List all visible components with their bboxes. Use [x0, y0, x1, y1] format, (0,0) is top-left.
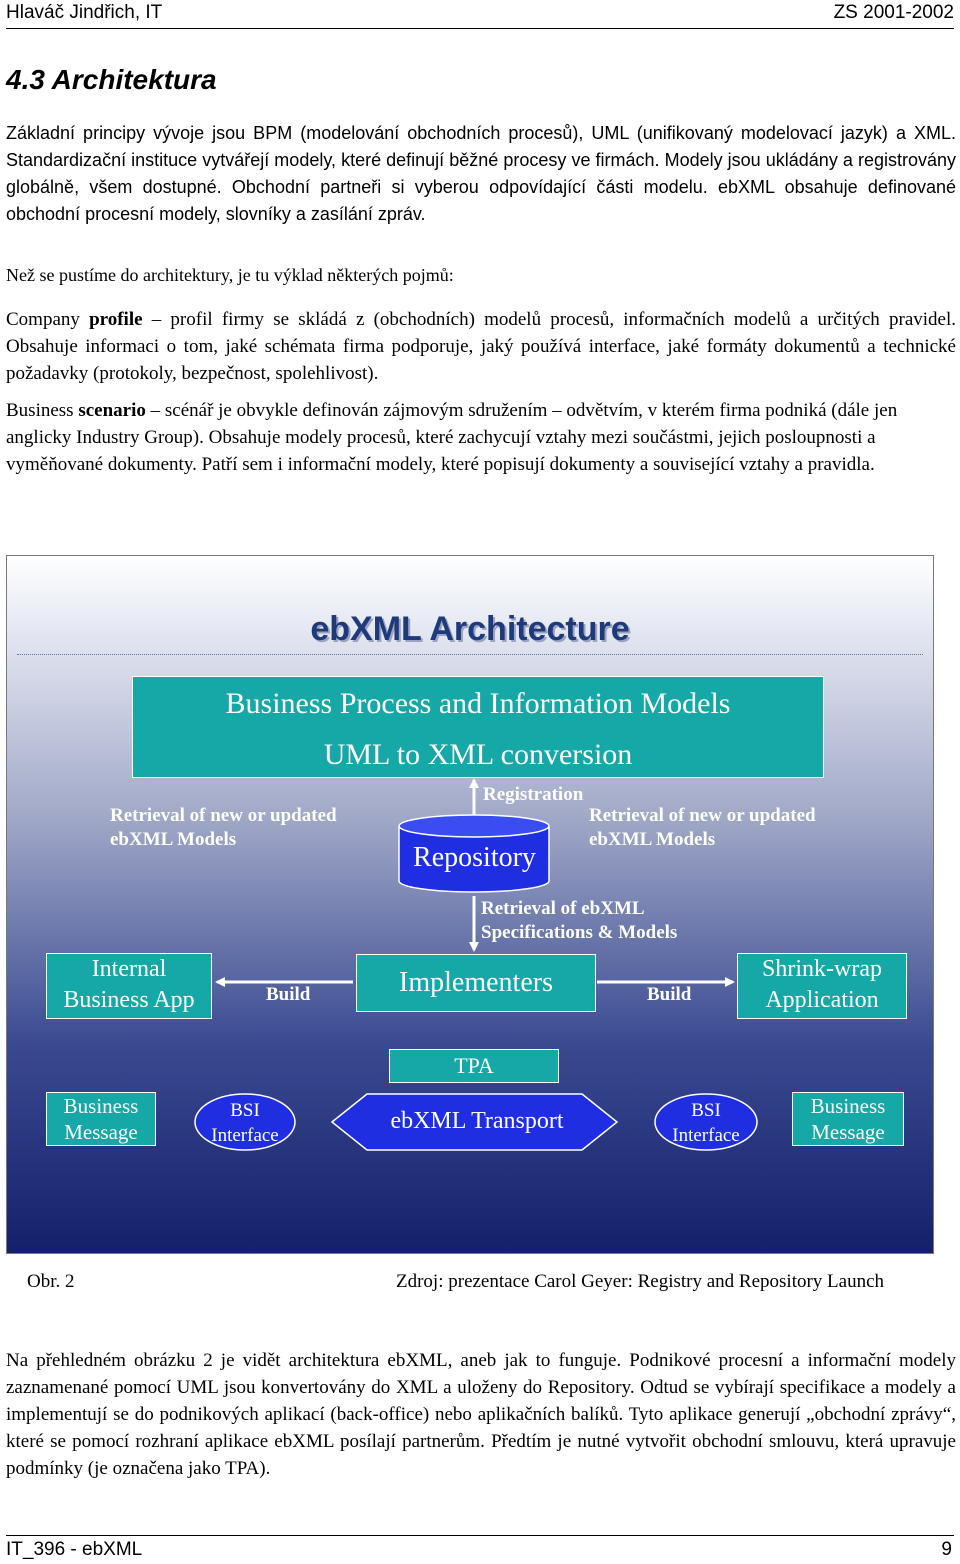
retrieval-right-line2: ebXML Models	[589, 829, 716, 850]
bsi-right-line2: Interface	[672, 1125, 740, 1146]
build-left-label: Build	[266, 984, 311, 1005]
bsi-interface-right-shape	[654, 1093, 758, 1151]
bp-subtitle: UML to XML conversion	[323, 738, 633, 771]
figure-connectors	[194, 778, 758, 1151]
header-author: Hlaváč Jindřich, IT	[6, 2, 163, 23]
term-scenario: scenario	[78, 400, 146, 421]
paragraph-business-scenario: Business scenario – scénář je obvykle de…	[6, 397, 956, 478]
business-process-models-box: Business Process and Information Models …	[132, 676, 824, 778]
footer-rule	[6, 1535, 954, 1536]
retrieval-right-label: Retrieval of new or updated ebXML Models	[589, 804, 816, 852]
retrieval-left-label: Retrieval of new or updated ebXML Models	[110, 804, 337, 852]
figure-source: Zdroj: prezentace Carol Geyer: Registry …	[396, 1271, 885, 1292]
bm-right-line1: Business	[810, 1094, 886, 1118]
figure-title-rule	[17, 654, 923, 655]
ebxml-architecture-figure: ebXML Architecture Business Process and …	[6, 555, 934, 1254]
shrink-wrap-application-box: Shrink-wrap Application	[737, 953, 907, 1019]
repository-cylinder	[398, 814, 550, 893]
bsi-left-line2: Interface	[211, 1125, 279, 1146]
figure-number: Obr. 2	[27, 1271, 75, 1292]
internal-business-app-box: Internal Business App	[46, 953, 212, 1019]
build-right-label: Build	[647, 984, 692, 1005]
tpa-box: TPA	[389, 1049, 559, 1083]
business-message-left-box: Business Message	[46, 1092, 156, 1146]
header-rule	[6, 28, 954, 29]
header-term: ZS 2001-2002	[833, 2, 954, 23]
shrink-line1: Shrink-wrap	[762, 956, 882, 982]
term-definition: – scénář je obvykle definován zájmovým s…	[6, 400, 898, 475]
footer-course: IT_396 - ebXML	[6, 1539, 143, 1560]
page-number: 9	[941, 1539, 952, 1560]
bsi-interface-left-label: BSI Interface	[195, 1098, 295, 1148]
transport-shape	[330, 1093, 619, 1151]
section-title: 4.3 Architektura	[6, 64, 217, 95]
retrieval-left-line1: Retrieval of new or updated	[110, 805, 337, 826]
retrieval-left-line2: ebXML Models	[110, 829, 237, 850]
term-prefix: Company	[6, 309, 90, 330]
page-header: Hlaváč Jindřich, IT ZS 2001-2002	[0, 0, 960, 34]
bp-title: Business Process and Information Models	[225, 687, 731, 720]
retrieval-spec-label: Retrieval of ebXML Specifications & Mode…	[481, 897, 677, 945]
term-profile: profile	[89, 309, 143, 330]
paragraph-figure-explanation: Na přehledném obrázku 2 je vidět archite…	[6, 1350, 956, 1479]
bm-right-line2: Message	[811, 1120, 885, 1144]
internal-line1: Internal	[91, 956, 167, 982]
term-prefix: Business	[6, 400, 79, 421]
bm-left-line1: Business	[63, 1094, 139, 1118]
paragraph-company-profile: Company profile – profil firmy se skládá…	[6, 306, 956, 387]
ebxml-transport-label: ebXML Transport	[390, 1108, 564, 1134]
internal-line2: Business App	[63, 987, 195, 1013]
implementers-box: Implementers	[356, 954, 596, 1012]
bsi-interface-left-shape	[194, 1093, 296, 1151]
business-message-right-box: Business Message	[792, 1092, 904, 1146]
repository-label: Repository	[413, 842, 536, 873]
term-definition: – profil firmy se skládá z (obchodních) …	[6, 309, 956, 384]
paragraph-terms-intro: Než se pustíme do architektury, je tu vý…	[6, 265, 454, 285]
paragraph-intro: Základní principy vývoje jsou BPM (model…	[6, 123, 956, 224]
retrieval-spec-line1: Retrieval of ebXML	[481, 898, 645, 919]
bsi-left-line1: BSI	[230, 1100, 260, 1121]
shrink-line2: Application	[765, 987, 879, 1013]
retrieval-spec-line2: Specifications & Models	[481, 922, 678, 943]
registration-label: Registration	[483, 784, 584, 805]
bsi-interface-right-label: BSI Interface	[655, 1098, 757, 1148]
retrieval-right-line1: Retrieval of new or updated	[589, 805, 816, 826]
bsi-right-line1: BSI	[691, 1100, 721, 1121]
bm-left-line2: Message	[64, 1120, 138, 1144]
figure-title: ebXML Architecture	[310, 610, 630, 648]
